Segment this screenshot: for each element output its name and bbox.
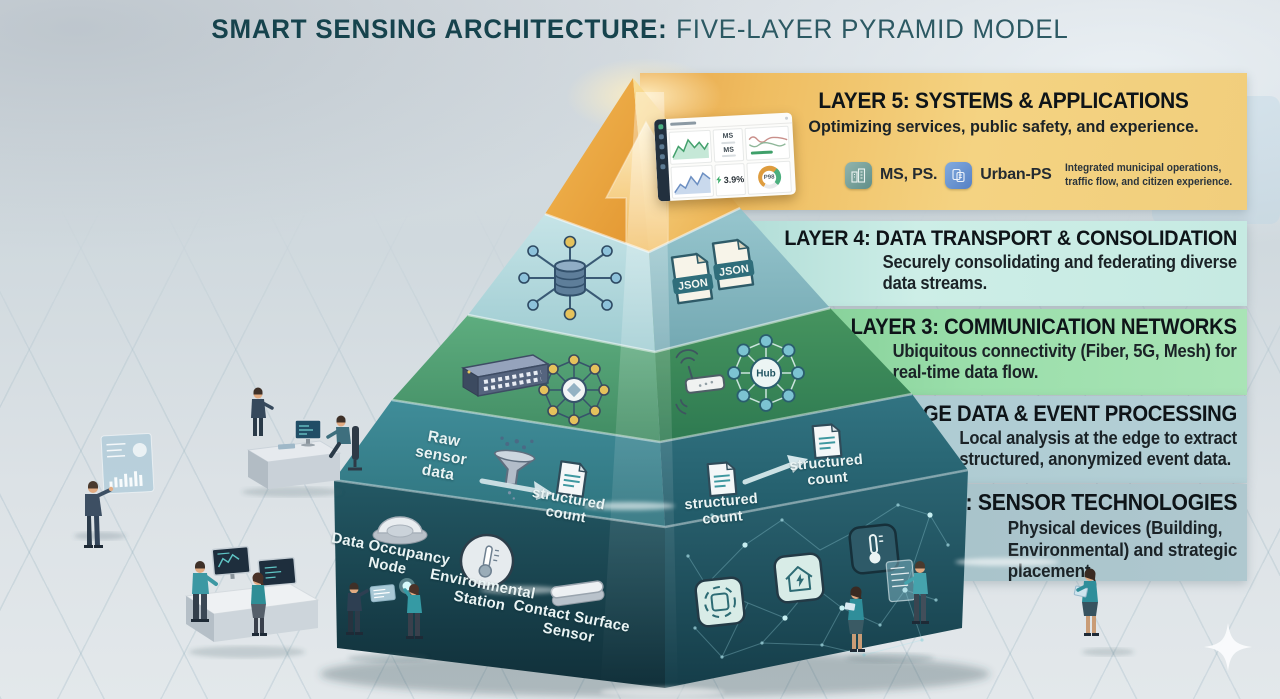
raw-sensor-data-label: Raw sensor data: [413, 427, 469, 484]
arrow-icon: [742, 455, 808, 485]
structured-count-label: structured count: [683, 490, 759, 528]
gauge-value: P98: [763, 174, 775, 181]
sparkle-icon: [1204, 623, 1252, 671]
layer-3-heading: LAYER 3: COMMUNICATION NETWORKS: [850, 314, 1237, 339]
blue-area-chart: [670, 164, 715, 199]
layer-3-subtitle: Ubiquitous connectivity (Fiber, 5G, Mesh…: [892, 340, 1237, 382]
layer-2-subtitle: Local analysis at the edge to extract st…: [959, 427, 1237, 469]
svg-text:JSON: JSON: [677, 277, 708, 293]
person-figure: [346, 578, 428, 663]
holo-chart-screen: [100, 433, 155, 495]
layer-4-heading: LAYER 4: DATA TRANSPORT & CONSOLIDATION: [784, 226, 1237, 250]
bolt-icon: [716, 176, 722, 185]
database-network-icon: [518, 235, 622, 321]
layer-1-subtitle: Physical devices (Building, Environmenta…: [1007, 516, 1238, 582]
hub-network-icon: Hub: [727, 334, 805, 412]
energy-percent-stat: 3.9%: [714, 162, 747, 197]
municipal-buildings-icon: [845, 161, 872, 189]
arrow-icon: [479, 478, 554, 500]
badge-urban-ps-label: Urban-PS: [980, 166, 1052, 184]
thermometer-sensor-icon: [848, 523, 900, 575]
layer-5-subtitle: Optimizing services, public safety, and …: [808, 116, 1199, 136]
urban-ps-docs-icon: [945, 161, 973, 189]
layer-5-note: Integrated municipal operations, traffic…: [1064, 162, 1232, 189]
person-figure: [184, 545, 320, 658]
page-title-bold: SMART SENSING ARCHITECTURE:: [211, 14, 668, 44]
percent-value: 3.9%: [723, 173, 745, 185]
light-beam: [600, 92, 678, 695]
chip-sensor-icon: [694, 576, 746, 628]
structured-doc-icon: [555, 460, 588, 498]
svg-text:Hub: Hub: [756, 369, 775, 380]
mesh-network-icon: [538, 354, 610, 426]
layer-4-subtitle: Securely consolidating and federating di…: [882, 252, 1237, 294]
pyramid-layers: [333, 78, 969, 695]
funnel-filter-icon: [493, 436, 536, 500]
network-switch-icon: [460, 354, 551, 397]
wireless-router-icon: [675, 349, 726, 415]
holo-panel: [885, 559, 916, 603]
layer-3-right-face: [655, 308, 912, 442]
layer-5-left-face: [545, 78, 649, 252]
person-figure: [844, 559, 934, 663]
person-figure: [74, 433, 155, 548]
contact-surface-sensor-icon: [550, 580, 605, 607]
person-figure: [1073, 568, 1134, 656]
json-file-icon: JSON: [670, 252, 714, 305]
analytics-dashboard: MS MS: [653, 112, 797, 202]
badge-ms-ps-label: MS, PS.: [880, 166, 938, 184]
person-figure: [242, 387, 362, 497]
kpi-value: MS: [723, 146, 735, 154]
page-title-light: FIVE-LAYER PYRAMID MODEL: [676, 14, 1069, 44]
gauge-donut: P98: [746, 160, 792, 195]
sparkline-chart: [744, 125, 791, 161]
kpi-value: MS: [722, 132, 734, 141]
structured-doc-icon: [811, 422, 843, 460]
structured-count-label: structured count: [788, 451, 864, 489]
layer-5-heading: LAYER 5: SYSTEMS & APPLICATIONS: [818, 88, 1189, 113]
json-file-icon: JSON: [711, 238, 755, 291]
structured-doc-icon: [706, 460, 738, 498]
svg-text:JSON: JSON: [718, 263, 749, 279]
layer-5-badges: MS, PS. Urban-PS Integrated municipal op…: [845, 161, 1246, 190]
green-area-chart: [668, 129, 713, 165]
occupancy-dome-sensor-icon: [372, 516, 428, 545]
kpi-stats: MS MS: [712, 128, 745, 163]
smart-building-icon: [773, 552, 825, 604]
page-title: SMART SENSING ARCHITECTURE: FIVE-LAYER PY…: [26, 14, 1255, 45]
environmental-station-icon: [459, 533, 515, 589]
